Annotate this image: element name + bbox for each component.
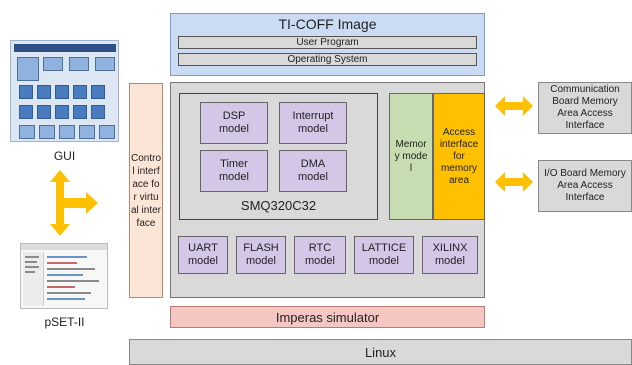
pset-label: pSET-II (44, 315, 85, 329)
interrupt-model-label: Interrupt model (292, 110, 334, 135)
io-board-label: I/O Board Memory Area Access Interface (544, 168, 626, 203)
linux-bar: Linux (129, 339, 632, 365)
uart-model-label: UART model (188, 242, 218, 267)
dsp-model-label: DSP model (219, 110, 249, 135)
gui-label: GUI (53, 149, 76, 163)
timer-model-label: Timer model (219, 158, 249, 183)
interrupt-model: Interrupt model (279, 102, 347, 144)
memory-model: Memory model (389, 93, 433, 220)
dma-model: DMA model (279, 150, 347, 192)
ticoff-image-box: TI-COFF Image User Program Operating Sys… (170, 13, 485, 76)
access-interface-box: Access interface for memory area (433, 93, 485, 220)
branch-arrow-icon (50, 170, 98, 236)
double-arrow-icon (495, 172, 533, 192)
timer-model: Timer model (200, 150, 268, 192)
flash-model-label: FLASH model (243, 242, 279, 267)
double-arrow-icon (495, 96, 533, 116)
pset-screenshot (20, 243, 108, 309)
dsp-model: DSP model (200, 102, 268, 144)
operating-system-bar: Operating System (178, 53, 477, 66)
access-interface-label: Access interface for memory area (439, 126, 479, 186)
rtc-model: RTC model (294, 236, 346, 274)
memory-model-label: Memory model (394, 138, 428, 174)
control-interface-box: Control interface for virtual interface (129, 83, 163, 298)
rtc-model-label: RTC model (305, 242, 335, 267)
io-board-box: I/O Board Memory Area Access Interface (538, 160, 632, 212)
lattice-model: LATTICE model (354, 236, 414, 274)
ticoff-title: TI-COFF Image (278, 16, 377, 32)
communication-board-label: Communication Board Memory Area Access I… (550, 84, 620, 131)
xilinx-model: XILINX model (422, 236, 478, 274)
communication-board-box: Communication Board Memory Area Access I… (538, 82, 632, 134)
control-interface-label: Control interface for virtual interface (131, 152, 162, 229)
xilinx-model-label: XILINX model (432, 242, 468, 267)
imperas-simulator-bar: Imperas simulator (170, 306, 485, 328)
flash-model: FLASH model (236, 236, 286, 274)
dma-model-label: DMA model (298, 158, 328, 183)
gui-screenshot (10, 40, 119, 142)
user-program-bar: User Program (178, 36, 477, 49)
smq320c32-label: SMQ320C32 (240, 198, 317, 213)
uart-model: UART model (178, 236, 228, 274)
lattice-model-label: LATTICE model (361, 242, 407, 267)
